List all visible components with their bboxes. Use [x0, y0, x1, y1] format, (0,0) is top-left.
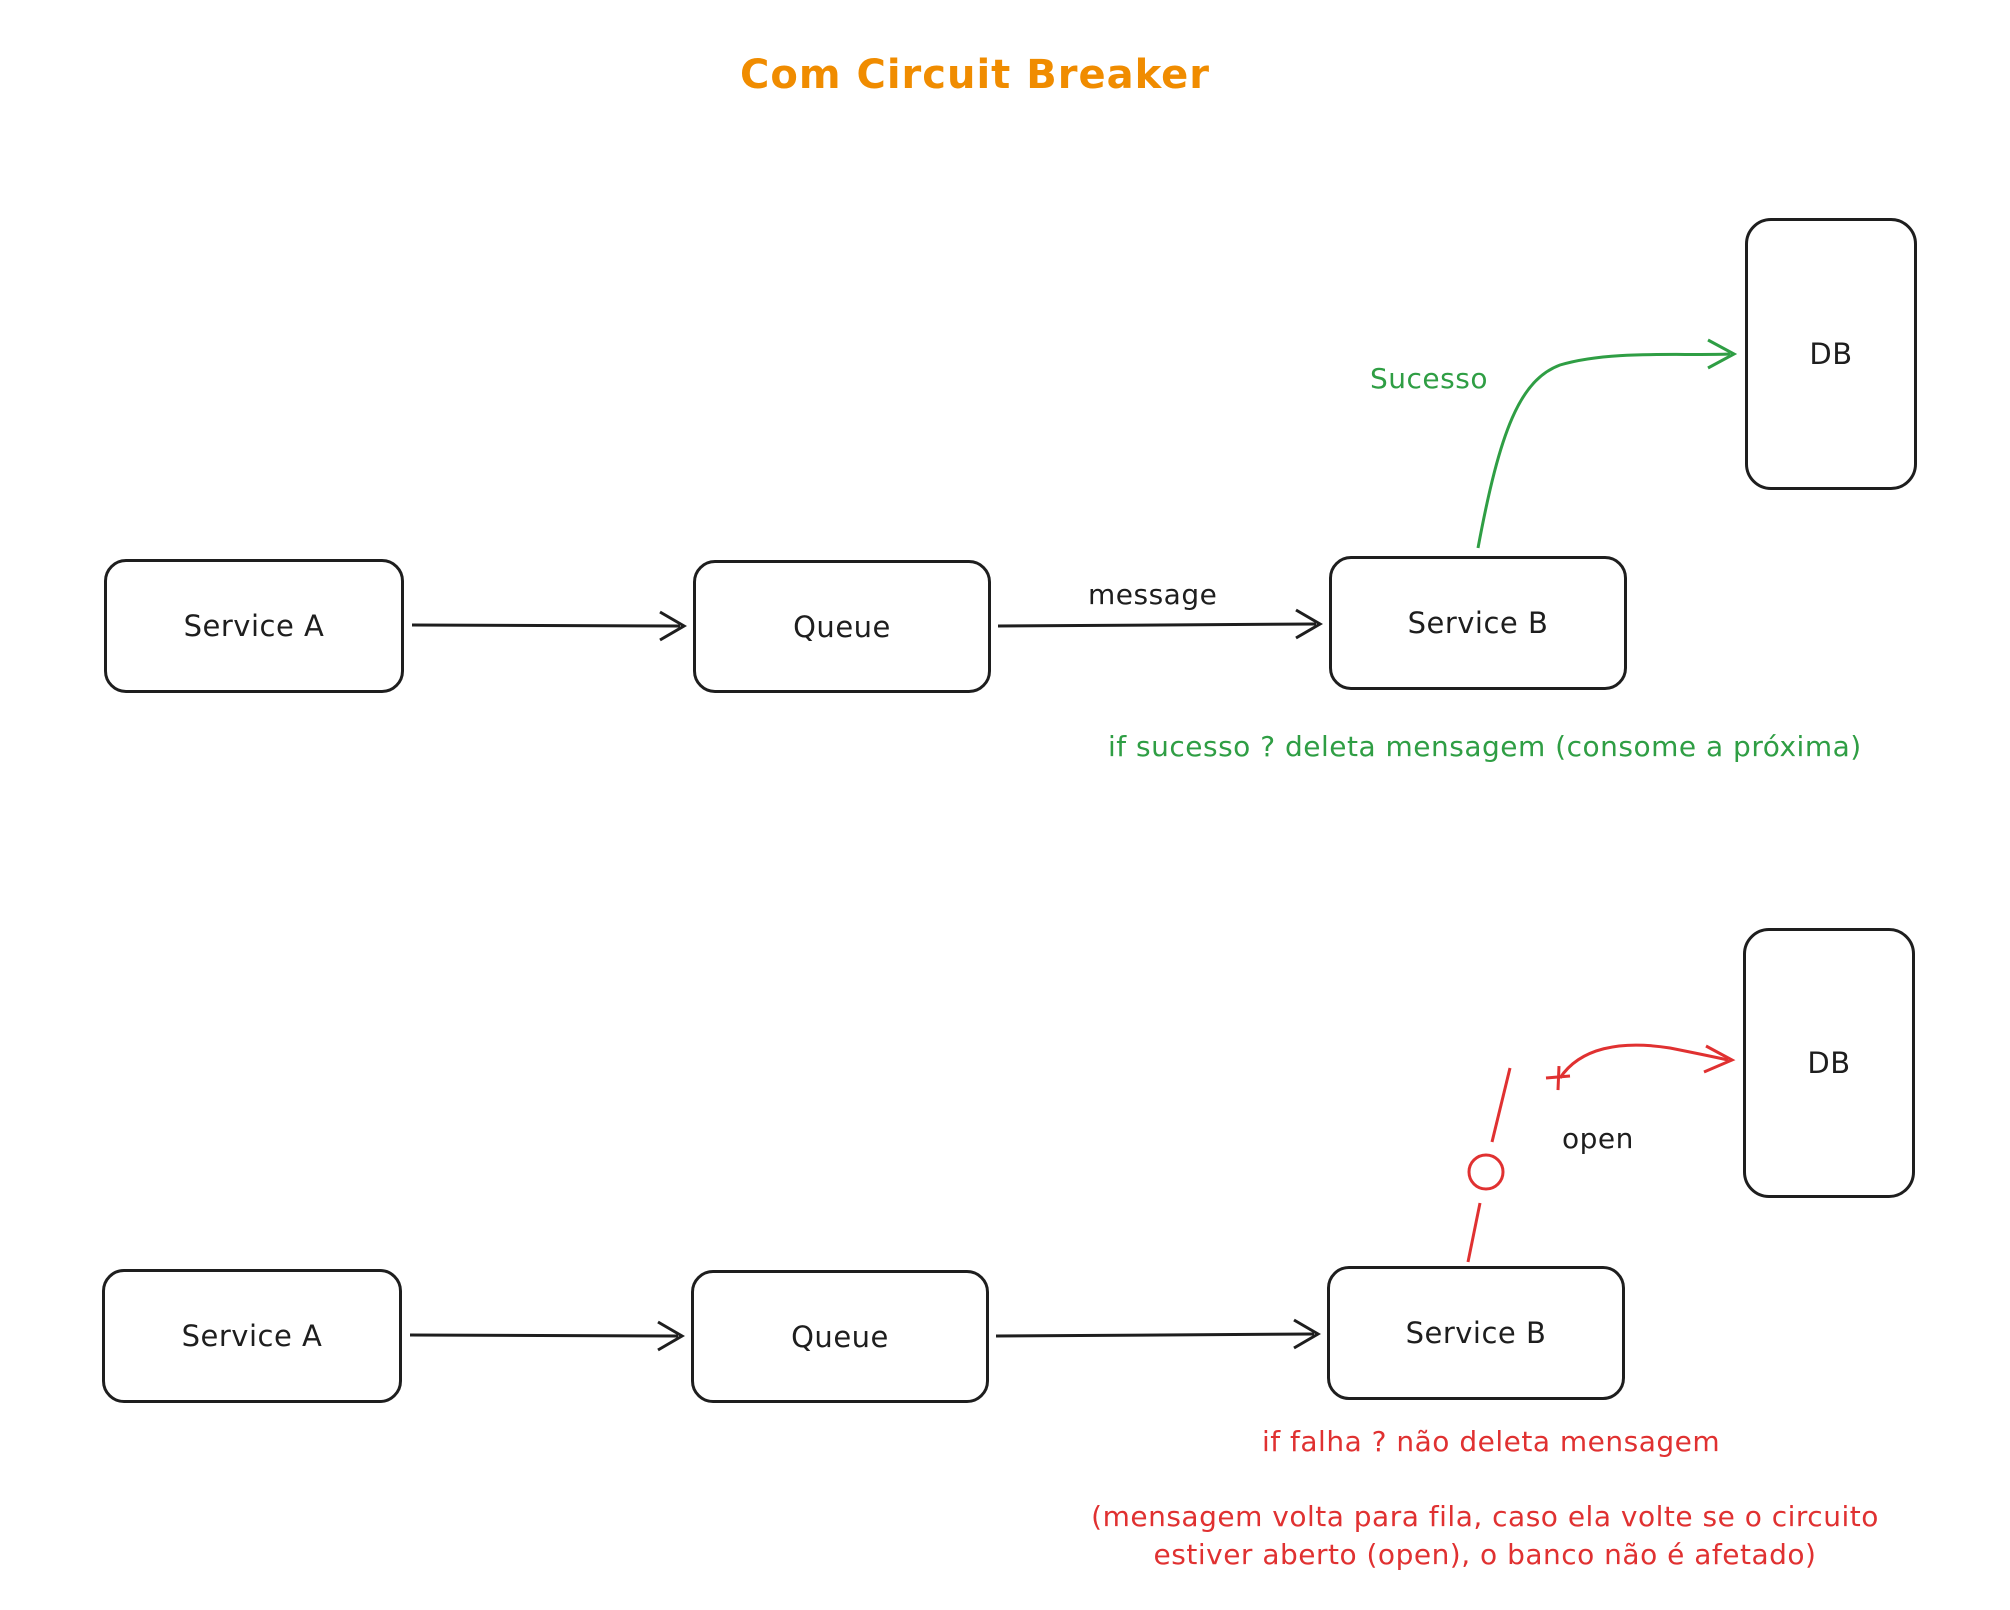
bottom-arrow-serviceb-db-blocked — [1545, 1043, 1736, 1091]
top-queue-label: Queue — [793, 609, 891, 644]
top-success-note: if sucesso ? deleta mensagem (consome a … — [1108, 730, 1862, 763]
top-service-a-box: Service A — [104, 559, 404, 693]
bottom-arrow-servicea-queue — [409, 1320, 685, 1352]
bottom-queue-box: Queue — [691, 1270, 989, 1403]
top-arrow-serviceb-db-success — [1476, 338, 1738, 549]
bottom-service-b-label: Service B — [1405, 1316, 1547, 1350]
top-service-b-label: Service B — [1407, 606, 1549, 640]
top-queue-box: Queue — [693, 560, 991, 693]
top-arrow-queue-serviceb — [997, 608, 1323, 640]
bottom-arrow-queue-serviceb — [995, 1318, 1321, 1350]
bottom-db-box: DB — [1743, 928, 1915, 1198]
top-arrow-servicea-queue — [411, 610, 687, 642]
bottom-queue-label: Queue — [791, 1319, 889, 1354]
bottom-failure-explanation-line2: estiver aberto (open), o banco não é afe… — [1153, 1538, 1817, 1571]
top-service-b-box: Service B — [1329, 556, 1627, 690]
top-success-label: Sucesso — [1370, 362, 1488, 395]
top-db-box: DB — [1745, 218, 1917, 490]
circuit-breaker-switch — [1466, 1067, 1512, 1263]
bottom-db-label: DB — [1807, 1046, 1851, 1080]
top-db-label: DB — [1809, 337, 1853, 371]
diagram-title: Com Circuit Breaker — [740, 52, 1210, 98]
bottom-service-b-box: Service B — [1327, 1266, 1625, 1400]
bottom-service-a-label: Service A — [181, 1319, 323, 1353]
top-message-label: message — [1088, 578, 1218, 611]
top-service-a-label: Service A — [183, 609, 325, 643]
bottom-failure-note: if falha ? não deleta mensagem — [1262, 1425, 1721, 1458]
bottom-open-label: open — [1562, 1122, 1634, 1155]
bottom-failure-explanation-line1: (mensagem volta para fila, caso ela volt… — [1091, 1500, 1879, 1533]
bottom-service-a-box: Service A — [102, 1269, 402, 1403]
